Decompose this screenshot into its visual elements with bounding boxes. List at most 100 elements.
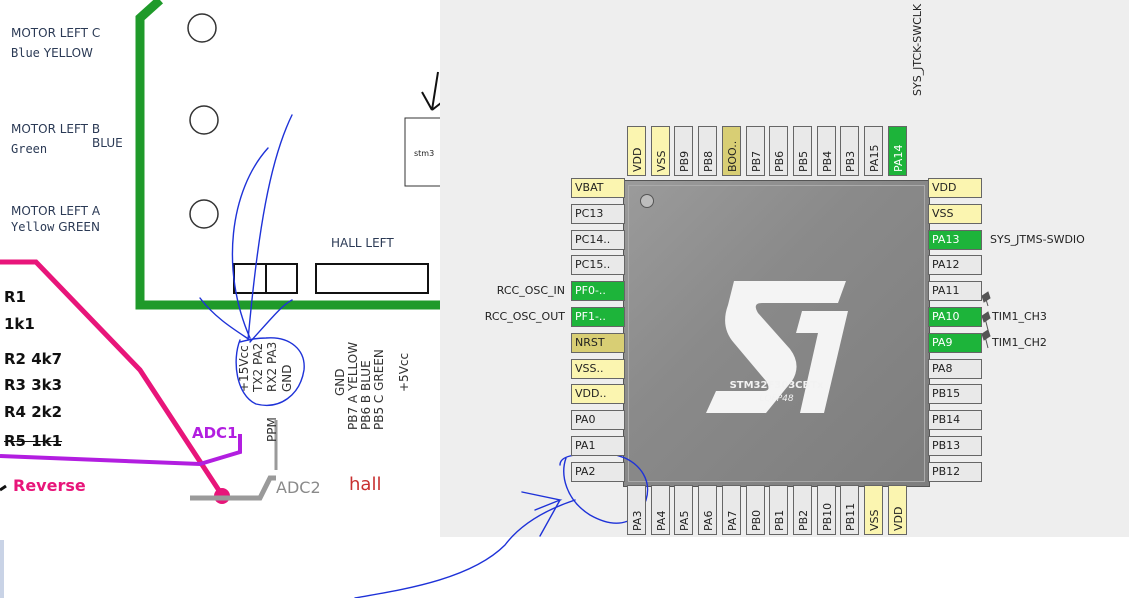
signal-label: TIM1_CH2 — [992, 335, 1047, 349]
gray-trace — [190, 475, 276, 501]
pin-label: PB1 — [773, 509, 787, 531]
pin-pc15[interactable]: PC15.. — [571, 255, 625, 276]
pin1-marker — [640, 194, 654, 208]
pin-label: PA14 — [891, 144, 905, 172]
pin-pb15[interactable]: PB15 — [928, 384, 982, 405]
hall-connector — [315, 263, 429, 294]
pin-pb12[interactable]: PB12 — [928, 461, 982, 482]
pin-label: PB0 — [749, 509, 763, 531]
pin-boo[interactable]: BOO.. — [721, 126, 741, 176]
board-outline — [135, 0, 440, 310]
pin-vss[interactable]: VSS — [928, 203, 982, 224]
pin-label: PB11 — [844, 502, 858, 531]
pad-a — [189, 199, 219, 229]
mcu-chip[interactable]: STM32F303CBTx LQFP48 — [623, 180, 930, 487]
adc1-label: ADC1 — [192, 424, 238, 442]
pin-vdd[interactable]: VDD.. — [571, 384, 625, 405]
motor-left-a-label: MOTOR LEFT A — [11, 204, 101, 218]
pin-pa14[interactable]: PA14 — [887, 126, 907, 176]
pin-pa11[interactable]: PA11 — [928, 281, 982, 302]
pin-pb1[interactable]: PB1 — [769, 485, 789, 535]
pin-label: PB8 — [702, 150, 716, 172]
pin-label: VDD — [631, 147, 644, 172]
pin-pc14[interactable]: PC14.. — [571, 229, 625, 250]
pin-pb4[interactable]: PB4 — [816, 126, 836, 176]
pin-pa9[interactable]: PA9 — [928, 332, 982, 353]
resistor-r4: R4 2k2 — [4, 403, 63, 421]
pin-pb10[interactable]: PB10 — [816, 485, 836, 535]
pin-15vcc-label: +15Vcc — [237, 345, 251, 392]
pin-pf1[interactable]: PF1-.. — [571, 307, 625, 327]
pin-pa4[interactable]: PA4 — [650, 485, 670, 535]
pin-pb2[interactable]: PB2 — [792, 485, 812, 535]
signal-label: RCC_OSC_IN — [496, 284, 565, 298]
purple-trace — [0, 434, 242, 467]
pin-vss[interactable]: VSS — [864, 485, 883, 535]
pin-pb11[interactable]: PB11 — [840, 485, 860, 535]
chip-part-number: STM32F303CBTx — [729, 380, 824, 391]
pin-label: VSS — [868, 509, 881, 532]
pin-pa5[interactable]: PA5 — [674, 485, 694, 535]
resistor-r5: R5 1k1 — [4, 432, 63, 450]
pin-label: PA15 — [868, 144, 881, 172]
chip-package: LQFP48 — [759, 394, 794, 404]
motor-left-b-label: MOTOR LEFT B — [11, 122, 101, 136]
pin-pb6[interactable]: PB6 — [769, 126, 789, 176]
pin-pa2[interactable]: PA2 — [571, 461, 625, 482]
pin-label: BOO.. — [725, 140, 739, 172]
signal-label: SYS_JTMS-SWDIO — [990, 232, 1085, 246]
pin-pa3[interactable]: PA3 — [627, 485, 646, 535]
pin-pb5[interactable]: PB5 — [792, 126, 812, 176]
pin-pa6[interactable]: PA6 — [698, 485, 718, 535]
pin-vdd[interactable]: VDD — [928, 178, 982, 198]
hall-left-label: HALL LEFT — [331, 236, 394, 250]
ppm-label: PPM — [265, 417, 279, 442]
pin-label: PA4 — [654, 510, 668, 531]
pin-label: PB5 — [796, 150, 810, 172]
pin-label: PA7 — [725, 510, 739, 531]
pin-pa0[interactable]: PA0 — [571, 410, 625, 431]
pin-pa10[interactable]: PA10 — [928, 307, 982, 327]
pin-label: PB6 — [773, 150, 787, 172]
pin-pb7[interactable]: PB7 — [745, 126, 765, 176]
reverse-label: Reverse — [13, 476, 86, 495]
pin-pb13[interactable]: PB13 — [928, 436, 982, 456]
arrow — [421, 71, 440, 111]
adc2-label: ADC2 — [276, 478, 321, 497]
pin-pa13[interactable]: PA13 — [928, 229, 982, 250]
pin-label: PB10 — [820, 502, 834, 531]
pin-pb8[interactable]: PB8 — [698, 126, 718, 176]
pin-vdd[interactable]: VDD — [887, 485, 907, 535]
pin-label: VDD — [891, 506, 905, 531]
pin-pa1[interactable]: PA1 — [571, 436, 625, 456]
pin-pb3[interactable]: PB3 — [840, 126, 860, 176]
resistor-r2: R2 4k7 — [4, 350, 63, 368]
resistor-1k1: 1k1 — [4, 315, 35, 333]
pin-gnd-label: GND — [280, 364, 294, 392]
schematic-panel: MOTOR LEFT C Blue YELLOW MOTOR LEFT B Gr… — [0, 0, 440, 540]
pin-vdd[interactable]: VDD — [627, 126, 646, 176]
pad-c — [187, 13, 217, 43]
pin-pa7[interactable]: PA7 — [721, 485, 741, 535]
pin-pb0[interactable]: PB0 — [745, 485, 765, 535]
motor-left-c-label: MOTOR LEFT C — [11, 26, 101, 40]
pin-pa15[interactable]: PA15 — [864, 126, 883, 176]
pin-pf0[interactable]: PF0-.. — [571, 281, 625, 302]
pin-vbat[interactable]: VBAT — [571, 178, 625, 198]
resistor-r3: R3 3k3 — [4, 376, 63, 394]
pin-pb14[interactable]: PB14 — [928, 410, 982, 431]
pin-vss[interactable]: VSS — [650, 126, 670, 176]
pin-pc13[interactable]: PC13 — [571, 203, 625, 224]
pin-label: PB4 — [820, 150, 834, 172]
pin-pa8[interactable]: PA8 — [928, 358, 982, 379]
pin-pb9[interactable]: PB9 — [674, 126, 694, 176]
pin-label: PA5 — [678, 510, 692, 531]
pad-b — [189, 105, 219, 135]
signal-label: TIM1_CH3 — [992, 310, 1047, 323]
pin-nrst[interactable]: NRST — [571, 332, 625, 353]
pin-label: PB2 — [796, 509, 810, 531]
stm-box-label: stm3 — [414, 149, 435, 158]
pin-label: PA6 — [702, 510, 716, 531]
pin-vss[interactable]: VSS.. — [571, 358, 625, 379]
pin-pa12[interactable]: PA12 — [928, 255, 982, 276]
